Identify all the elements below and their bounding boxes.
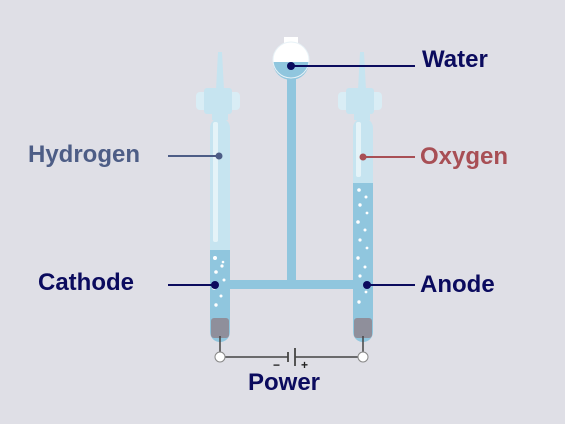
oxygen-pointer [359, 153, 415, 161]
hydrogen-pointer [168, 152, 223, 160]
power-circuit [214, 336, 369, 366]
terminal-right [357, 351, 369, 363]
water-reservoir [272, 37, 310, 80]
minus-sign: − [273, 358, 280, 372]
terminal-left [214, 351, 226, 363]
reservoir-stem [287, 66, 296, 286]
cathode-label: Cathode [38, 269, 134, 296]
anode-pointer [363, 281, 415, 289]
anode-label: Anode [420, 271, 495, 298]
power-label: Power [248, 369, 320, 396]
oxygen-tube [338, 52, 382, 342]
plus-sign: + [301, 358, 308, 372]
water-pointer [287, 62, 415, 70]
water-label: Water [422, 46, 488, 73]
cathode-pointer [168, 281, 219, 289]
hydrogen-label: Hydrogen [28, 141, 140, 168]
hydrogen-tube [196, 52, 240, 342]
oxygen-bubbles [356, 188, 369, 304]
oxygen-label: Oxygen [420, 143, 508, 170]
connecting-tube [219, 280, 367, 289]
